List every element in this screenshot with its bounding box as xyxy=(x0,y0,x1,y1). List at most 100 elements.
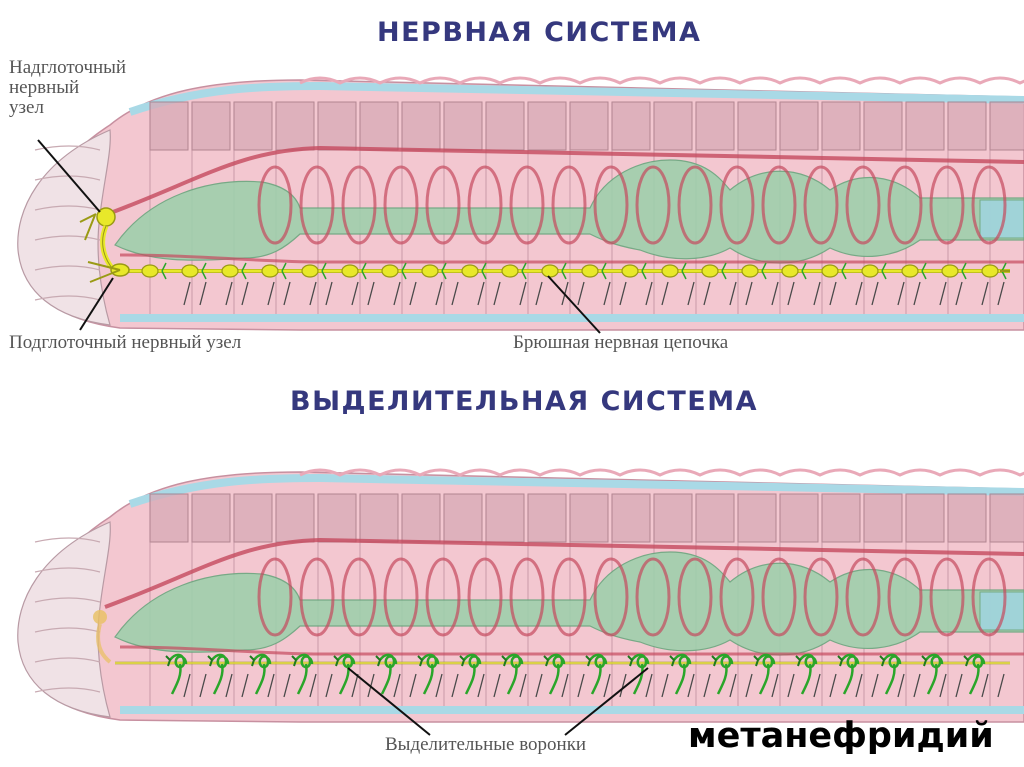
seta xyxy=(939,673,947,698)
segment-box xyxy=(653,493,693,543)
ring-vessel xyxy=(593,165,629,245)
segment-box xyxy=(821,101,861,151)
supraesophageal-ganglion-label: Надглоточный нервный узел xyxy=(9,57,127,118)
seta xyxy=(813,281,821,306)
nephrostome-funnel xyxy=(291,655,298,667)
gut-end xyxy=(979,199,1024,239)
ring-vessel xyxy=(845,165,881,245)
ring-vessel xyxy=(593,557,629,637)
seta xyxy=(829,281,837,306)
ventral-cord-leader xyxy=(547,275,601,334)
head-fold xyxy=(34,537,101,543)
segmental-ganglion xyxy=(661,264,679,278)
lateral-nerve xyxy=(481,262,487,280)
seta xyxy=(771,673,779,698)
seta xyxy=(241,281,249,306)
nephridium xyxy=(333,653,356,695)
nephridium xyxy=(711,653,734,695)
ring-vessel xyxy=(803,165,839,245)
seta xyxy=(855,281,863,306)
ring-vessel xyxy=(887,557,923,637)
seta xyxy=(577,673,585,698)
seta xyxy=(745,281,753,306)
segmental-ganglion xyxy=(261,264,279,278)
segmental-ganglion xyxy=(341,264,359,278)
seta xyxy=(393,281,401,306)
ring-vessel xyxy=(551,165,587,245)
seta xyxy=(477,673,485,698)
seta xyxy=(603,281,611,306)
lateral-nerve xyxy=(561,262,567,280)
worm-head xyxy=(17,521,111,718)
gut-end xyxy=(979,591,1024,631)
seta xyxy=(309,281,317,306)
seta xyxy=(913,281,921,306)
lateral-nerve xyxy=(761,262,767,280)
segmental-ganglion xyxy=(981,264,999,278)
seta xyxy=(435,673,443,698)
ring-vessel xyxy=(719,557,755,637)
nephridium-duct xyxy=(548,663,560,695)
seta xyxy=(829,673,837,698)
segment-box xyxy=(443,493,483,543)
lateral-nerve xyxy=(881,262,887,280)
anterior-nerves xyxy=(87,261,121,283)
segmental-ganglion xyxy=(741,264,759,278)
seta xyxy=(367,281,375,306)
lateral-nerve xyxy=(801,262,807,280)
worm-nervous xyxy=(17,76,1024,331)
lateral-nerve xyxy=(401,262,407,280)
lateral-nerve xyxy=(641,262,647,280)
nerve-connective-outline xyxy=(102,225,113,269)
segment-box xyxy=(359,101,399,151)
seta xyxy=(645,281,653,306)
seta xyxy=(267,673,275,698)
segmental-ganglion xyxy=(181,264,199,278)
dorsal-vessel xyxy=(104,145,1024,217)
seta xyxy=(283,281,291,306)
nephridium xyxy=(837,653,860,695)
segment-box xyxy=(611,493,651,543)
seta xyxy=(351,281,359,306)
segment-box xyxy=(149,493,189,543)
ring-vessel xyxy=(929,557,965,637)
segment-box xyxy=(569,493,609,543)
nephrostome-funnel xyxy=(459,655,466,667)
nephrostome-funnel xyxy=(711,655,718,667)
cuticle-wave xyxy=(299,76,1024,85)
faded-ganglion xyxy=(93,610,107,624)
segment-box xyxy=(737,493,777,543)
ring-vessel xyxy=(257,557,293,637)
segment-box xyxy=(191,493,231,543)
ring-vessel xyxy=(383,557,419,637)
nephridium-duct xyxy=(422,663,434,695)
head-fold xyxy=(34,145,101,151)
segmental-ganglion xyxy=(821,264,839,278)
seta xyxy=(325,281,333,306)
seta xyxy=(703,281,711,306)
segment-box xyxy=(863,101,903,151)
nephridium-duct xyxy=(926,663,938,695)
nephridium-duct xyxy=(296,663,308,695)
nephridium xyxy=(753,653,776,695)
seta xyxy=(687,673,695,698)
seta xyxy=(997,673,1005,698)
lateral-nerve xyxy=(201,262,207,280)
seta xyxy=(477,281,485,306)
segment-box xyxy=(149,101,189,151)
nephridium-duct xyxy=(380,663,392,695)
seta xyxy=(939,281,947,306)
seta xyxy=(745,673,753,698)
ring-vessel xyxy=(719,165,755,245)
seta xyxy=(183,281,191,306)
nephridium xyxy=(249,653,272,695)
segmental-ganglion xyxy=(621,264,639,278)
seta xyxy=(451,281,459,306)
faded-connective xyxy=(96,623,112,664)
segment-box xyxy=(863,493,903,543)
seta xyxy=(519,673,527,698)
segmental-ganglion xyxy=(421,264,439,278)
nephrostome-funnel xyxy=(249,655,256,667)
segment-box xyxy=(527,101,567,151)
nephridium xyxy=(963,653,986,695)
